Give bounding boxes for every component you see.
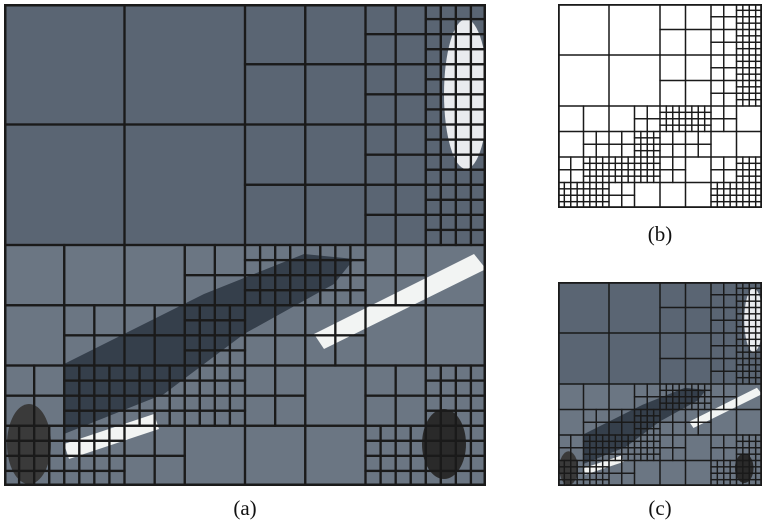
- quadtree-cell: [469, 469, 486, 486]
- quadtree-outline-b: [558, 4, 762, 208]
- caption-b: (b): [647, 222, 673, 246]
- pedestrian-bottom-right: [734, 453, 754, 484]
- quadtree-image-c: [558, 282, 762, 486]
- quadtree-image-panel-a: [4, 4, 486, 486]
- quadtree-border: [4, 4, 486, 486]
- pedestrian-shadow: [64, 254, 354, 434]
- quadtree-cell: [754, 478, 762, 486]
- quadtree-image-panel-c: [558, 282, 762, 486]
- caption-c: (c): [648, 496, 672, 520]
- quadtree-cell: [754, 200, 762, 208]
- pedestrian-bottom-right: [422, 409, 466, 479]
- quadtree-border: [558, 282, 762, 486]
- quadtree-image-a: [4, 4, 486, 486]
- quadtree-grid: [558, 4, 762, 208]
- quadtree-border: [558, 4, 762, 208]
- road-marking-stripe: [689, 387, 762, 429]
- road-marking-stripe: [314, 254, 486, 349]
- quadtree-grid: [558, 282, 762, 486]
- caption-a: (a): [233, 496, 257, 520]
- quadtree-grid: [4, 4, 486, 486]
- quadtree-outline-panel-b: [558, 4, 762, 208]
- pedestrian-shadow: [583, 387, 707, 464]
